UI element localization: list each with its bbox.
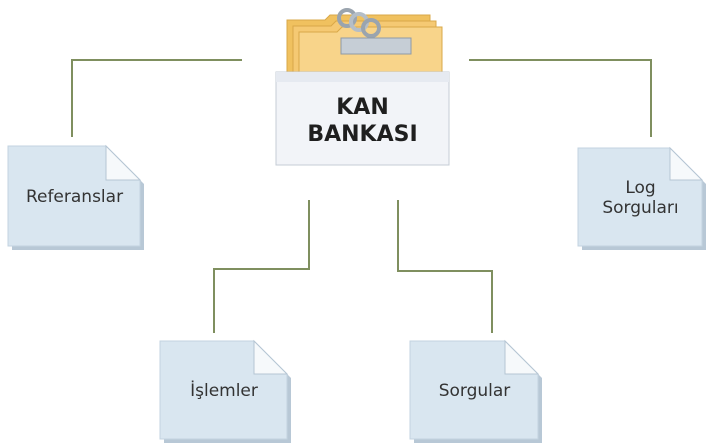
- connector-root-log-sorgulari: [469, 59, 652, 137]
- connector-root-referanslar: [71, 59, 242, 137]
- document-icon: [577, 146, 706, 250]
- node-sorgular[interactable]: Sorgular: [409, 339, 542, 443]
- node-label: İşlemler: [190, 380, 258, 401]
- root-title: KAN BANKASI: [307, 95, 418, 147]
- root-node-kan-bankasi[interactable]: KAN BANKASI: [275, 6, 450, 166]
- document-icon: [159, 339, 291, 443]
- node-log-sorgulari[interactable]: Log Sorguları: [577, 146, 706, 250]
- node-label: Sorgular: [438, 380, 511, 401]
- node-label: Log Sorguları: [602, 177, 679, 218]
- node-referanslar[interactable]: Referanslar: [7, 144, 144, 250]
- folders-icon: [275, 8, 450, 166]
- connector-root-islemler: [213, 200, 310, 333]
- node-islemler[interactable]: İşlemler: [159, 339, 291, 443]
- document-icon: [7, 144, 144, 250]
- connector-root-sorgular: [397, 200, 493, 333]
- node-label: Referanslar: [25, 186, 124, 207]
- document-icon: [409, 339, 542, 443]
